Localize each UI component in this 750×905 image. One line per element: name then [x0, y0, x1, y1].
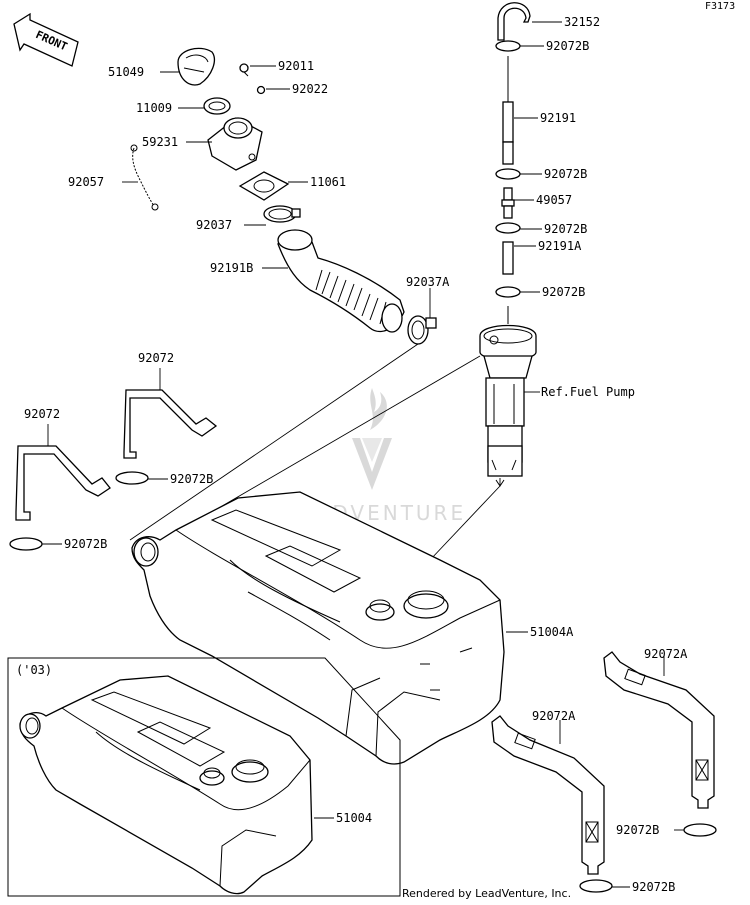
clip-92072b-3 — [495, 222, 521, 234]
label-92072a-2: 92072A — [532, 709, 576, 723]
strap-92072a-center — [491, 715, 605, 875]
label-92011: 92011 — [278, 59, 314, 73]
label-92037: 92037 — [196, 218, 232, 232]
label-92057: 92057 — [68, 175, 104, 189]
filler-hose-92191b — [277, 229, 405, 333]
clip-92072b-6 — [9, 537, 43, 551]
fuel-pump-assembly — [479, 306, 537, 477]
strap-92072-upper — [123, 389, 218, 459]
label-92072b-1: 92072B — [546, 39, 589, 53]
label-51004: 51004 — [336, 811, 372, 825]
label-92072b-3: 92072B — [544, 222, 587, 236]
label-92072b-8: 92072B — [632, 880, 675, 894]
label-92072b-4: 92072B — [542, 285, 585, 299]
strap-92072-lower — [15, 445, 111, 521]
label-92191a: 92191A — [538, 239, 582, 253]
clip-92072b-5 — [115, 471, 149, 485]
clamp-92037 — [263, 205, 301, 223]
label-11061: 11061 — [310, 175, 346, 189]
label-92191b: 92191B — [210, 261, 253, 275]
clamp-92037a — [407, 315, 437, 345]
label-92022: 92022 — [292, 82, 328, 96]
sheet-code: F3173 — [705, 1, 735, 12]
front-direction-arrow: FRONT — [13, 12, 79, 67]
label-92072b-5: 92072B — [170, 472, 213, 486]
label-ref-fuel-pump: Ref.Fuel Pump — [541, 385, 635, 399]
washer-92022 — [256, 85, 266, 95]
clip-92072b-8 — [579, 879, 613, 893]
clip-92072b-7 — [683, 823, 717, 837]
label-92072b-2: 92072B — [544, 167, 587, 181]
label-92072-1: 92072 — [138, 351, 174, 365]
label-49057: 49057 — [536, 193, 572, 207]
fuel-tank-51004a — [131, 491, 505, 765]
label-51049: 51049 — [108, 65, 144, 79]
render-credit: Rendered by LeadVenture, Inc. — [402, 887, 572, 900]
variant-label: ('03) — [16, 663, 52, 677]
label-59231: 59231 — [142, 135, 178, 149]
clip-92072b-2 — [495, 168, 521, 180]
label-51004a: 51004A — [530, 625, 574, 639]
hose-92191a — [502, 241, 514, 275]
o-ring-11009 — [203, 97, 231, 115]
hose-92191 — [502, 101, 514, 143]
hose-32152 — [497, 2, 531, 41]
cap-strap-92057 — [130, 144, 159, 211]
check-valve-49057 — [501, 187, 515, 219]
label-92072b-7: 92072B — [616, 823, 659, 837]
filler-neck-59231 — [207, 117, 263, 171]
label-92072-2: 92072 — [24, 407, 60, 421]
fuel-cap-51049 — [177, 47, 215, 86]
label-92072b-6: 92072B — [64, 537, 107, 551]
clip-92072b-4 — [495, 286, 521, 298]
label-11009: 11009 — [136, 101, 172, 115]
gasket-11061 — [238, 171, 290, 201]
screw-92011 — [239, 63, 249, 77]
clip-92072b-1 — [495, 40, 521, 52]
label-92191: 92191 — [540, 111, 576, 125]
strap-92072a-right — [603, 651, 715, 809]
variant-box-03 — [7, 657, 401, 897]
label-92037a: 92037A — [406, 275, 450, 289]
label-32152: 32152 — [564, 15, 600, 29]
label-92072a-1: 92072A — [644, 647, 688, 661]
fuel-tank-51004 — [19, 675, 313, 895]
